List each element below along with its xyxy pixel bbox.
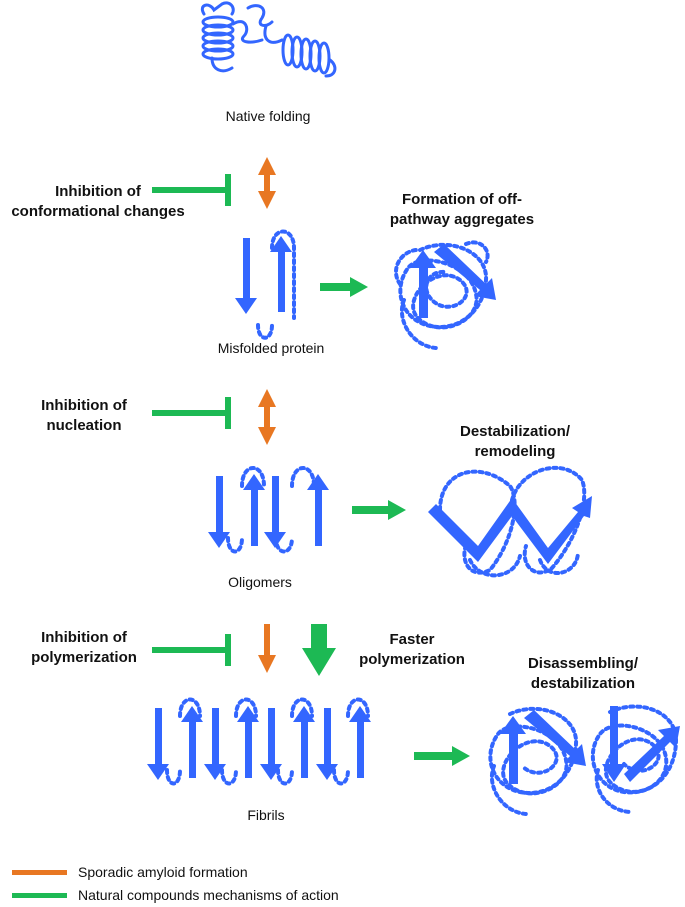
inhibition-nucleation-line1: Inhibition of	[41, 397, 127, 414]
disassembled-aggregate-1-icon	[488, 706, 586, 816]
fibrils-label: Fibrils	[247, 807, 285, 823]
inhibition-conformational-label: Inhibition of conformational changes	[0, 182, 196, 222]
legend-swatches	[12, 870, 67, 898]
fibril-strands-icon	[147, 697, 371, 786]
inhibition-conformational-line2: conformational changes	[11, 203, 185, 220]
misfolded-hairpin-icon	[235, 229, 296, 340]
native-folding-label: Native folding	[225, 108, 311, 124]
to-disassembly-arrow	[414, 746, 470, 766]
off-pathway-label: Formation of off- pathway aggregates	[372, 190, 552, 230]
inhibition-polymerization-line1: Inhibition of	[41, 629, 127, 646]
faster-polymerization-line2: polymerization	[359, 651, 465, 668]
green-action-arrows	[302, 277, 470, 766]
legend-swatch-orange	[12, 870, 67, 875]
inhibition-nucleation-line2: nucleation	[46, 417, 122, 434]
faster-polymerization-line1: Faster	[389, 631, 435, 648]
legend-natural-label: Natural compounds mechanisms of action	[78, 887, 339, 903]
destabilization-line2: remodeling	[474, 443, 556, 460]
disassembling-line1: Disassembling/	[527, 655, 639, 672]
green-inhibition-bars	[152, 174, 231, 666]
inhibition-conformational-line1: Inhibition of	[55, 183, 141, 200]
aggregate-strand-arrows	[410, 244, 496, 318]
disassembling-line2: destabilization	[530, 675, 636, 692]
oligomers-label: Oligomers	[228, 574, 292, 590]
faster-polymerization-label: Faster polymerization	[352, 630, 472, 670]
faster-polymerization-arrow	[302, 624, 336, 676]
inhibition-polymerization-line2: polymerization	[31, 649, 137, 666]
off-pathway-line2: pathway aggregates	[389, 211, 535, 228]
disassembling-label: Disassembling/ destabilization	[508, 654, 658, 694]
native-protein-icon	[200, 1, 337, 78]
off-pathway-line1: Formation of off-	[402, 191, 522, 208]
off-pathway-aggregate-icon	[394, 240, 490, 350]
to-aggregates-arrow	[320, 277, 368, 297]
destabilization-line1: Destabilization/	[459, 423, 571, 440]
inhibition-nucleation-label: Inhibition of nucleation	[24, 396, 144, 436]
inhibit-conformational-icon	[152, 174, 231, 206]
oligomer-strands-icon	[208, 466, 329, 554]
legend-sporadic-label: Sporadic amyloid formation	[78, 864, 248, 880]
inhibit-nucleation-icon	[152, 397, 231, 429]
inhibit-polymerization-icon	[152, 634, 231, 666]
remodeled-oligomer-icon	[428, 465, 592, 578]
disassembled-aggregate-2-icon	[590, 704, 680, 814]
to-remodeling-arrow	[352, 500, 406, 520]
legend-swatch-green	[12, 893, 67, 898]
destabilization-label: Destabilization/ remodeling	[440, 422, 590, 462]
inhibition-polymerization-label: Inhibition of polymerization	[24, 628, 144, 668]
misfolded-protein-label: Misfolded protein	[217, 340, 325, 356]
